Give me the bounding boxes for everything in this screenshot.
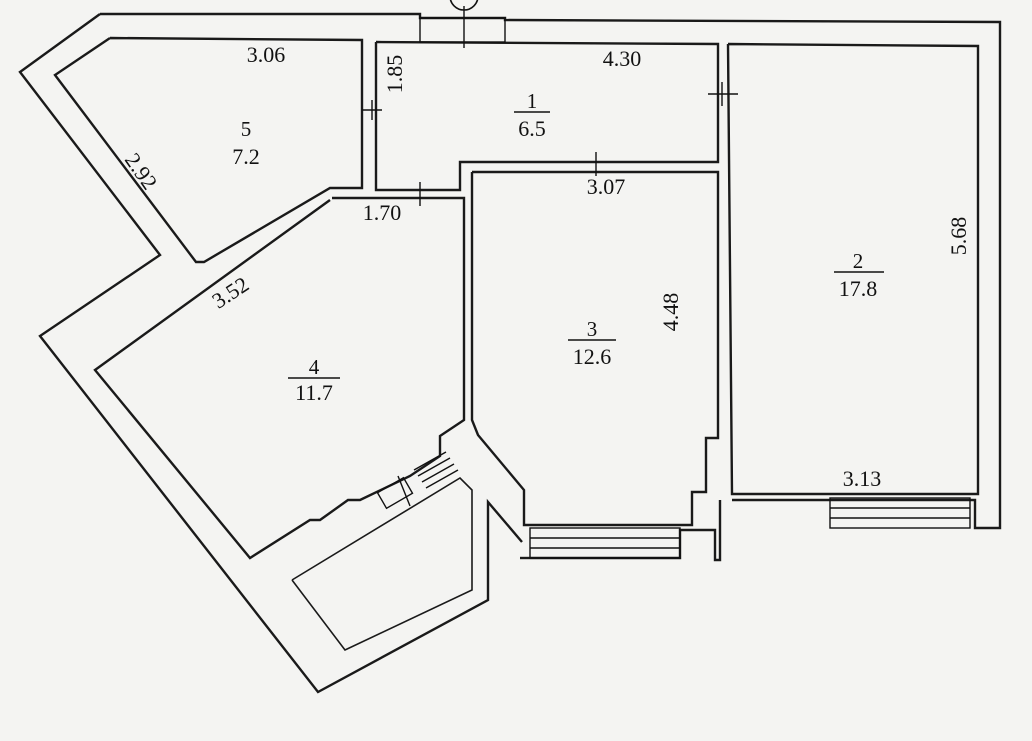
room-5-area: 7.2 [232, 144, 260, 169]
window-room-2 [829, 497, 971, 529]
room-2-walls [726, 42, 980, 496]
room-2-area: 17.8 [839, 276, 878, 301]
balcony-door [376, 451, 459, 510]
outer-walls [18, 12, 1002, 694]
dim-room1-side: 1.85 [382, 55, 407, 94]
window-room-3 [529, 527, 681, 559]
entrance-door [419, 0, 506, 48]
dim-room4-diag: 3.52 [207, 271, 253, 313]
room-2-number: 2 [853, 249, 864, 273]
dim-room5-left: 2.92 [120, 148, 163, 194]
dim-room3-top: 3.07 [587, 174, 626, 199]
dim-room5-top: 3.06 [247, 42, 286, 67]
dim-room2-height: 5.68 [946, 217, 971, 256]
room-3-walls [470, 170, 720, 527]
room-1-walls [374, 40, 720, 192]
room-5-walls [53, 36, 364, 264]
room-5-number: 5 [241, 117, 252, 141]
room-4-walls [93, 196, 466, 560]
dim-room2-bottom: 3.13 [843, 466, 882, 491]
room-4-area: 11.7 [295, 380, 333, 405]
room-1-number: 1 [527, 89, 538, 113]
room-1-area: 6.5 [518, 116, 546, 141]
room-4-number: 4 [309, 355, 320, 379]
dim-corridor-gap: 1.70 [363, 200, 402, 225]
door-marks [362, 82, 738, 206]
dim-room3-height: 4.48 [658, 293, 683, 332]
dim-room1-top: 4.30 [603, 46, 642, 71]
room-3-number: 3 [587, 317, 598, 341]
room-3-area: 12.6 [573, 344, 612, 369]
balcony-walls [291, 451, 473, 652]
